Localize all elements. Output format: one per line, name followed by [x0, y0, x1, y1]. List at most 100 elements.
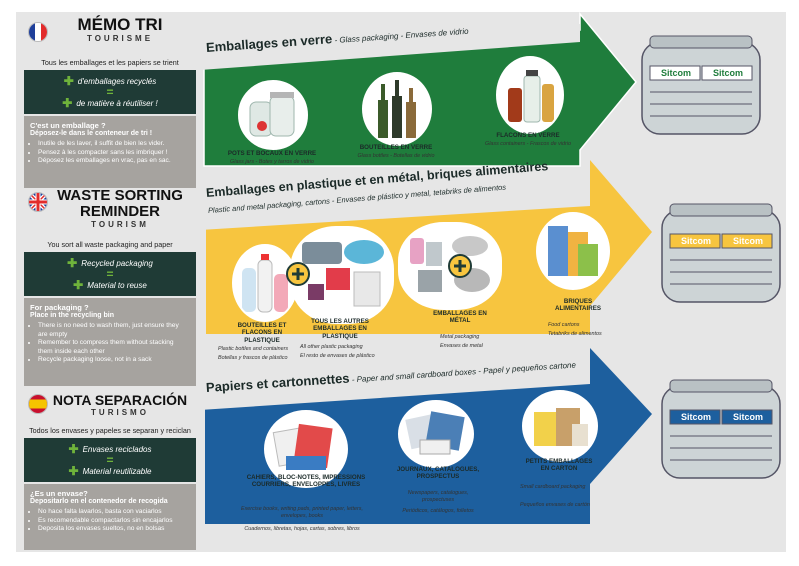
bin-brand-label: Sitcom — [732, 412, 763, 422]
french-bullet: Inutile de les laver, il suffit de bien … — [38, 140, 190, 148]
plastic-item-sub: El resto de envases de plástico — [300, 353, 375, 359]
flag-spain-icon — [28, 394, 48, 414]
glass-bottles-image — [362, 72, 432, 146]
french-bullet: Déposez les emballages en vrac, pas en s… — [38, 157, 190, 165]
french-equation: ✚d'emballages recyclés = ✚de matière à r… — [24, 70, 196, 114]
english-subtitle: TOURISM — [91, 220, 149, 229]
spanish-line1: Envases reciclados — [82, 444, 152, 454]
spanish-bullet: No hace falta lavarlos, basta con vaciar… — [38, 508, 190, 516]
french-question: C'est un emballage ? — [30, 121, 106, 130]
plastic-item-label: TOUS LES AUTRES EMBALLAGES EN PLASTIQUE — [311, 318, 369, 340]
bin-brand-label: Sitcom — [732, 236, 763, 246]
plastic-item-sub: Plastic bottles and containers — [218, 346, 289, 352]
glass-item-label: POTS ET BOCAUX EN VERRE — [227, 150, 317, 157]
paper-recycling-bin: Sitcom Sitcom — [660, 376, 782, 480]
plastic-recycling-bin: Sitcom Sitcom — [660, 200, 782, 304]
plastic-bottles-image — [232, 244, 298, 322]
english-intro: You sort all waste packaging and paper — [47, 240, 173, 249]
french-title: MÉMO TRI — [77, 15, 163, 34]
french-intro: Tous les emballages et les papiers se tr… — [41, 58, 179, 67]
plus-icon: ✚ — [68, 464, 79, 478]
plastic-item-label: BRIQUES ALIMENTAIRES — [555, 298, 601, 313]
bin-brand-label: Sitcom — [712, 68, 743, 78]
paper-item-sub: Pequeños envases de cartón — [520, 502, 590, 508]
plastic-item-label: EMBALLAGES EN MÉTAL — [433, 310, 487, 325]
english-question: For packaging ? — [30, 303, 89, 312]
plastic-item-sub: Botellas y frascos de plástico — [218, 355, 288, 361]
english-bullet: Remember to compress them without stacki… — [38, 339, 190, 356]
flag-france-icon — [28, 22, 48, 42]
french-answer: Déposez-le dans le conteneur de tri ! — [30, 130, 153, 137]
glass-containers-image — [496, 56, 564, 134]
glass-jars-image — [238, 80, 308, 150]
english-line2: Material to reuse — [87, 280, 147, 290]
english-bullet: There is no need to wash them, just ensu… — [38, 322, 190, 339]
spanish-subtitle: TURISMO — [91, 408, 149, 417]
books-paper-image — [264, 410, 348, 488]
equals-icon: = — [106, 453, 114, 467]
bin-brand-label: Sitcom — [680, 236, 711, 246]
french-line2: de matière à réutiliser ! — [76, 98, 158, 108]
spanish-bullet: Es recomendable compactarlos sin encajar… — [38, 517, 190, 525]
plus-circle-icon — [448, 254, 472, 278]
english-title: WASTE SORTING — [57, 187, 183, 204]
plastic-item-sub: Metal packaging — [440, 334, 480, 340]
paper-item-label: JOURNAUX, CATALOGUES, PROSPECTUS — [396, 466, 480, 481]
section-spanish: NOTA SEPARACIÓN TURISMO — [44, 392, 196, 417]
paper-item-label: PETITS EMBALLAGES EN CARTON — [525, 458, 593, 473]
equals-icon: = — [106, 267, 114, 281]
bin-brand-label: Sitcom — [680, 412, 711, 422]
glass-item-sub: Glass bottles - Botellas de vidrio — [357, 153, 435, 159]
spanish-bullet: Deposita los envases sueltos, no en bols… — [38, 525, 190, 533]
english-bullet: Recycle packaging loose, not in a sack — [38, 356, 190, 364]
plus-circle-icon — [286, 262, 310, 286]
cardboard-boxes-image — [522, 390, 598, 462]
english-line1: Recycled packaging — [81, 258, 153, 268]
english-body: You sort all waste packaging and paper ✚… — [24, 238, 196, 386]
french-body: Tous les emballages et les papiers se tr… — [24, 56, 196, 188]
plastic-item-sub: Envases de metal — [440, 343, 483, 349]
plus-icon: ✚ — [67, 256, 78, 270]
plus-icon: ✚ — [63, 74, 74, 88]
spanish-question: ¿Es un envase? — [30, 489, 88, 498]
paper-item-sub: Newspapers, catalogues, prospectuses — [407, 490, 469, 503]
english-instructions: For packaging ? Place in the recycling b… — [24, 298, 196, 386]
glass-item-label: FLACONS EN VERRE — [496, 132, 560, 139]
spanish-title: NOTA SEPARACIÓN — [52, 392, 188, 408]
spanish-instructions: ¿Es un envase? Depositarlo en el contene… — [24, 484, 196, 550]
spanish-intro: Todos los envases y papeles se separan y… — [29, 426, 191, 435]
english-title-2: REMINDER — [79, 203, 160, 220]
plastic-item-label: BOUTEILLES ET FLACONS EN PLASTIQUE — [237, 322, 287, 344]
plastic-item-sub: Tetabriks de alimentos — [548, 331, 602, 337]
french-line1: d'emballages recyclés — [77, 76, 157, 86]
section-english: WASTE SORTING REMINDER TOURISM — [44, 187, 196, 230]
plus-icon: ✚ — [73, 278, 84, 292]
spanish-body: Todos los envases y papeles se separan y… — [24, 424, 196, 550]
paper-item-label: CAHIERS, BLOC-NOTES, IMPRESSIONS COURRIE… — [246, 474, 366, 489]
paper-item-sub: Cuadernos, libretas, hojas, cartas, sobr… — [244, 526, 360, 532]
spanish-line2: Material reutilizable — [82, 466, 152, 476]
plus-icon: ✚ — [62, 96, 73, 110]
plastic-item-sub: Food cartons — [548, 322, 580, 328]
glass-item-sub: Glass containers - Frascos de vidrio — [485, 141, 571, 147]
english-answer: Place in the recycling bin — [30, 312, 115, 319]
newspapers-image — [398, 400, 474, 468]
glass-item-sub: Glass jars - Botes y tarros de vidrio — [230, 159, 314, 165]
glass-item-label: BOUTEILLES EN VERRE — [359, 144, 433, 151]
paper-item-sub: Periódicos, catálogos, folletos — [402, 508, 474, 514]
french-subtitle: TOURISME — [86, 34, 154, 43]
spanish-answer: Depositarlo en el contenedor de recogida — [30, 498, 168, 505]
paper-item-sub: Exercise books, writing pads, printed pa… — [241, 506, 363, 519]
bin-brand-label: Sitcom — [660, 68, 691, 78]
plus-icon: ✚ — [68, 442, 79, 456]
glass-recycling-bin: Sitcom Sitcom — [640, 32, 762, 136]
equals-icon: = — [106, 85, 114, 99]
french-instructions: C'est un emballage ? Déposez-le dans le … — [24, 116, 196, 188]
section-french: MÉMO TRI TOURISME — [44, 15, 196, 44]
plastic-item-sub: All other plastic packaging — [300, 344, 363, 350]
flag-uk-icon — [28, 192, 48, 212]
paper-item-sub: Small cardboard packaging — [520, 484, 586, 490]
spanish-equation: ✚Envases reciclados = ✚Material reutiliz… — [24, 438, 196, 482]
english-equation: ✚Recycled packaging = ✚Material to reuse — [24, 252, 196, 296]
food-cartons-image — [536, 212, 610, 290]
